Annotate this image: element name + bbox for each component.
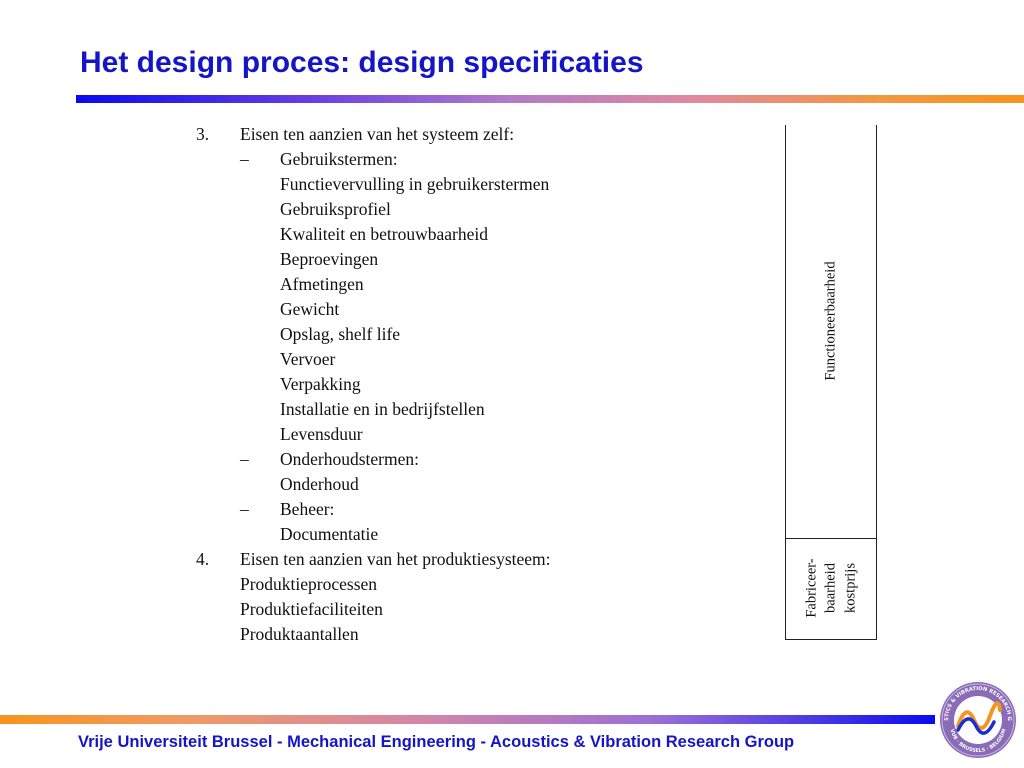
table-border-left	[785, 125, 786, 640]
item-text: Gebruiksprofiel	[280, 199, 391, 219]
item-text: Produktaantallen	[240, 624, 359, 644]
item-text: Vervoer	[280, 349, 336, 369]
item-dash: –	[240, 499, 249, 519]
item-text: Eisen ten aanzien van het produktiesyste…	[240, 549, 551, 569]
footer-text: Vrije Universiteit Brussel - Mechanical …	[78, 733, 795, 751]
item-text: Opslag, shelf life	[280, 324, 401, 344]
item-dash: –	[240, 449, 249, 469]
item-text: Beheer:	[280, 499, 335, 519]
slide-title: Het design proces: design specificaties	[80, 46, 644, 79]
item-text: Kwaliteit en betrouwbaarheid	[280, 224, 488, 244]
item-number: 3.	[196, 124, 210, 144]
item-text: Functievervulling in gebruikerstermen	[280, 174, 550, 194]
item-text: Beproevingen	[280, 249, 379, 269]
footer-rule	[0, 715, 935, 724]
title-underline	[76, 95, 1024, 103]
table-row-divider	[785, 538, 877, 539]
item-text: Documentatie	[280, 524, 379, 544]
label-functioneerbaarheid: Functioneerbaarheid	[822, 261, 839, 381]
item-text: Eisen ten aanzien van het systeem zelf:	[240, 124, 515, 144]
avrg-logo-icon: ACOUSTICS & VIBRATION RESEARCH GROUP VUB…	[936, 676, 1018, 760]
label-kostprijs: kostprijs	[842, 563, 859, 613]
item-dash: –	[240, 149, 249, 169]
item-text: Levensduur	[280, 424, 363, 444]
table-border-bottom	[785, 639, 877, 640]
item-text: Onderhoudstermen:	[280, 449, 419, 469]
item-text: Afmetingen	[280, 274, 364, 294]
specification-category-table: Functioneerbaarheid Fabriceer- baarheid …	[785, 125, 877, 640]
item-text: Gewicht	[280, 299, 340, 319]
table-border-right	[876, 125, 877, 640]
item-text: Produktiefaciliteiten	[240, 599, 383, 619]
label-fabriceer: Fabriceer-	[803, 558, 820, 618]
item-number: 4.	[196, 549, 210, 569]
label-baarheid: baarheid	[822, 563, 839, 613]
item-text: Installatie en in bedrijfstellen	[280, 399, 485, 419]
item-text: Gebruikstermen:	[280, 149, 398, 169]
item-text: Onderhoud	[280, 474, 359, 494]
item-text: Produktieprocessen	[240, 574, 378, 594]
item-text: Verpakking	[280, 374, 361, 394]
